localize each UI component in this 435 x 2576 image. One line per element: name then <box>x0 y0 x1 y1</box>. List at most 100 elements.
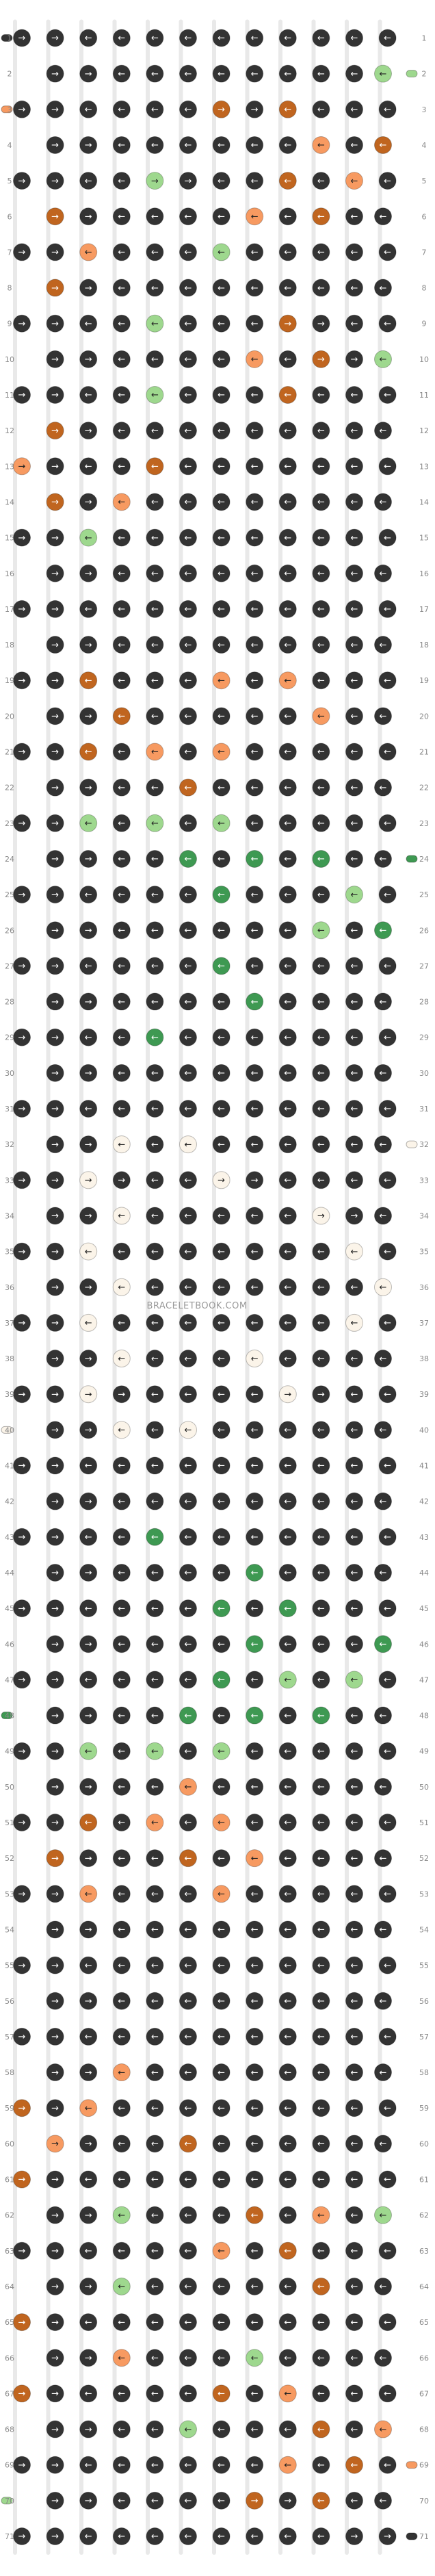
knot-bead <box>374 849 392 868</box>
arrow-left-icon: ← <box>85 319 92 329</box>
knot-bead <box>278 636 297 654</box>
knot: ← <box>112 1313 131 1332</box>
knot: ← <box>345 1528 363 1546</box>
knot-bead <box>46 636 64 654</box>
arrow-left-icon: ← <box>251 1782 259 1792</box>
arrow-left-icon: ← <box>151 2460 159 2471</box>
arrow-left-icon: ← <box>317 498 325 508</box>
knot-bead <box>246 64 264 83</box>
knot: → <box>46 1956 64 1974</box>
knot: ← <box>378 386 397 404</box>
arrow-left-icon: ← <box>284 105 291 115</box>
knot: ← <box>246 243 264 261</box>
knot: ← <box>179 1528 197 1546</box>
knot-bead <box>79 636 98 654</box>
arrow-left-icon: ← <box>384 962 391 972</box>
arrow-left-icon: ← <box>251 2246 259 2256</box>
knot: ← <box>246 778 264 797</box>
knot: ← <box>79 1528 98 1546</box>
knot-bead <box>79 1207 98 1225</box>
arrow-left-icon: ← <box>218 1354 225 1364</box>
knot-bead <box>374 1706 392 1725</box>
arrow-left-icon: ← <box>284 1675 291 1686</box>
knot: ← <box>312 1920 330 1939</box>
arrow-left-icon: ← <box>284 1354 291 1364</box>
knot-bead <box>212 2527 230 2545</box>
arrow-left-icon: ← <box>351 2175 358 2185</box>
knot: ← <box>146 1171 164 1189</box>
knot: ← <box>278 1992 297 2010</box>
arrow-left-icon: ← <box>317 2032 325 2042</box>
knot: ← <box>112 100 131 118</box>
knot-bead <box>246 2277 264 2295</box>
arrow-right-icon: → <box>51 426 59 436</box>
knot-bead <box>312 1385 330 1404</box>
knot: ← <box>378 172 397 190</box>
knot: ← <box>179 1421 197 1439</box>
knot-bead <box>146 136 164 154</box>
knot-bead <box>212 2491 230 2510</box>
arrow-right-icon: → <box>51 105 59 115</box>
arrow-left-icon: ← <box>218 604 225 615</box>
knot-bead <box>79 1100 98 1118</box>
knot-bead <box>374 636 392 654</box>
knot-bead <box>374 1563 392 1582</box>
knot-bead <box>246 2456 264 2474</box>
knot-bead <box>378 457 397 476</box>
arrow-left-icon: ← <box>185 604 192 615</box>
knot: ← <box>179 457 197 476</box>
knot: ← <box>278 886 297 904</box>
knot-bead <box>312 457 330 476</box>
knot: ← <box>312 2527 330 2545</box>
knot-bead <box>179 2099 197 2117</box>
knot: ← <box>312 849 330 868</box>
knot-bead <box>79 243 98 261</box>
knot-bead <box>112 136 131 154</box>
row-number-right: 70 <box>419 2497 429 2506</box>
knot: ← <box>312 2420 330 2438</box>
knot: ← <box>374 1278 392 1296</box>
arrow-left-icon: ← <box>85 1603 92 1614</box>
knot: → <box>46 2349 64 2367</box>
arrow-left-icon: ← <box>317 1354 325 1364</box>
knot-bead <box>312 2027 330 2046</box>
knot-bead <box>345 1885 363 1903</box>
arrow-left-icon: ← <box>380 712 387 722</box>
knot-bead <box>46 1350 64 1368</box>
arrow-left-icon: ← <box>151 355 159 365</box>
knot-bead <box>146 1671 164 1689</box>
knot-bead <box>13 172 31 190</box>
arrow-left-icon: ← <box>185 69 192 79</box>
knot: ← <box>112 1100 131 1118</box>
knot: ← <box>179 1635 197 1653</box>
row-number-right: 69 <box>419 2461 429 2470</box>
knot-bead <box>79 849 98 868</box>
arrow-right-icon: → <box>51 854 59 864</box>
knot: → <box>13 1313 31 1332</box>
knot-bead <box>212 1350 230 1368</box>
arrow-left-icon: ← <box>317 2425 325 2435</box>
knot-bead <box>212 2313 230 2332</box>
knot-bead <box>345 992 363 1011</box>
knot: ← <box>345 992 363 1011</box>
knot: ← <box>312 1492 330 1510</box>
knot: ← <box>212 2135 230 2153</box>
knot: ← <box>278 1528 297 1546</box>
row-number-right: 60 <box>419 2139 429 2148</box>
knot: ← <box>312 564 330 582</box>
arrow-left-icon: ← <box>185 426 192 436</box>
knot-bead <box>112 386 131 404</box>
knot: ← <box>246 2384 264 2403</box>
arrow-left-icon: ← <box>118 997 125 1007</box>
arrow-left-icon: ← <box>151 2532 159 2542</box>
knot: ← <box>246 1849 264 1868</box>
knot-bead <box>345 493 363 511</box>
arrow-left-icon: ← <box>351 2068 358 2078</box>
arrow-left-icon: ← <box>85 1532 92 1543</box>
right-string-tab <box>406 70 418 78</box>
knot: ← <box>345 207 363 226</box>
arrow-left-icon: ← <box>351 1068 358 1079</box>
knot-bead <box>179 422 197 440</box>
knot-bead <box>112 2384 131 2403</box>
knot-bead <box>345 2349 363 2367</box>
